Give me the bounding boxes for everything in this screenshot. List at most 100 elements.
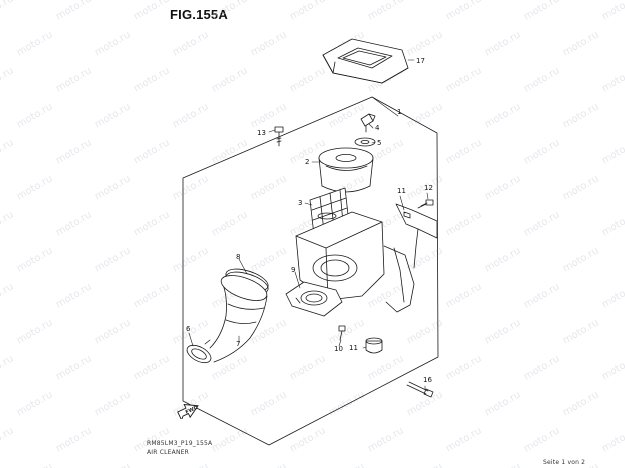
- watermark-text: moto.ru: [561, 245, 601, 274]
- watermark-text: moto.ru: [15, 461, 55, 468]
- fwd-label: FWD: [185, 405, 199, 416]
- watermark-text: moto.ru: [0, 0, 16, 23]
- watermark-text: moto.ru: [600, 281, 625, 310]
- watermark-text: moto.ru: [366, 425, 406, 454]
- page-indicator: Seite 1 von 2: [543, 459, 586, 466]
- watermark-text: moto.ru: [15, 245, 55, 274]
- watermark-text: moto.ru: [132, 209, 172, 238]
- watermark-text: moto.ru: [288, 425, 328, 454]
- watermark-text: moto.ru: [561, 101, 601, 130]
- watermark-text: moto.ru: [444, 353, 484, 382]
- watermark-text: moto.ru: [15, 389, 55, 418]
- callout-6: 6: [186, 325, 191, 333]
- watermark-text: moto.ru: [249, 29, 289, 58]
- watermark-text: moto.ru: [0, 209, 16, 238]
- watermark-text: moto.ru: [93, 317, 133, 346]
- watermark-text: moto.ru: [171, 101, 211, 130]
- watermark-text: moto.ru: [522, 281, 562, 310]
- watermark-text: moto.ru: [0, 353, 16, 382]
- part-2-filter-element: [318, 147, 374, 193]
- watermark-text: moto.ru: [171, 317, 211, 346]
- watermark-text: moto.ru: [54, 137, 94, 166]
- watermark-text: moto.ru: [600, 353, 625, 382]
- watermark-text: moto.ru: [171, 173, 211, 202]
- watermark-text: moto.ru: [483, 461, 523, 468]
- watermark-text: moto.ru: [522, 137, 562, 166]
- watermark-text: moto.ru: [54, 0, 94, 23]
- watermark-text: moto.ru: [600, 209, 625, 238]
- watermark-text: moto.ru: [15, 29, 55, 58]
- watermark-text: moto.ru: [288, 65, 328, 94]
- watermark-text: moto.ru: [210, 353, 250, 382]
- callout-13: 12: [424, 184, 433, 192]
- part-13-bolt: [417, 199, 434, 209]
- part-7-intake-boot: [209, 275, 268, 363]
- callout-labels: 17 1 13 4 5 2 3 11 12 8 9 6 7 10 11 16: [186, 57, 433, 384]
- part-6-hose-clamp: [186, 339, 212, 364]
- watermark-text: moto.ru: [132, 137, 172, 166]
- watermark-text: moto.ru: [54, 425, 94, 454]
- watermark-text: moto.ru: [93, 461, 133, 468]
- watermark-text: moto.ru: [15, 101, 55, 130]
- watermark-text: moto.ru: [210, 0, 250, 23]
- callout-7: 7: [236, 340, 240, 348]
- watermark-text: moto.ru: [288, 0, 328, 23]
- watermark-text: moto.ru: [561, 317, 601, 346]
- watermark-text: moto.ru: [522, 0, 562, 23]
- watermark-text: moto.ru: [132, 353, 172, 382]
- watermark-text: moto.ru: [444, 0, 484, 23]
- callout-9: 9: [291, 266, 295, 274]
- watermark-text: moto.ru: [327, 317, 367, 346]
- part-5-washer: [354, 137, 376, 147]
- watermark-text: moto.ru: [210, 425, 250, 454]
- watermark-text: moto.ru: [522, 65, 562, 94]
- watermark-text: moto.ru: [0, 65, 16, 94]
- part-17-cover: [322, 38, 409, 84]
- watermark-text: moto.ru: [600, 137, 625, 166]
- part-15-bolt: [274, 126, 284, 147]
- callout-16: 16: [423, 376, 432, 384]
- watermark-text: moto.ru: [171, 29, 211, 58]
- callout-3: 3: [298, 199, 302, 207]
- watermark-text: moto.ru: [444, 137, 484, 166]
- watermark-text: moto.ru: [93, 245, 133, 274]
- watermark-text: moto.ru: [249, 317, 289, 346]
- watermark-text: moto.ru: [522, 209, 562, 238]
- watermark-text: moto.ru: [249, 101, 289, 130]
- watermark-text: moto.ru: [210, 65, 250, 94]
- drawing-code: RM85LM3_P19_155A: [147, 440, 213, 447]
- watermark-text: moto.ru: [561, 389, 601, 418]
- callout-4: 4: [375, 124, 380, 132]
- part-11-cap: [365, 337, 383, 354]
- section-name: AIR CLEANER: [147, 449, 190, 456]
- watermark-text: moto.ru: [132, 65, 172, 94]
- watermark-text: moto.ru: [132, 0, 172, 23]
- watermark-text: moto.ru: [483, 101, 523, 130]
- watermark-text: moto.ru: [171, 245, 211, 274]
- watermark-text: moto.ru: [15, 317, 55, 346]
- watermark-text: moto.ru: [0, 137, 16, 166]
- watermark-text: moto.ru: [327, 101, 367, 130]
- watermark-text: moto.ru: [483, 389, 523, 418]
- watermark-text: moto.ru: [93, 101, 133, 130]
- watermark-text: moto.ru: [93, 173, 133, 202]
- watermark-text: moto.ru: [483, 245, 523, 274]
- watermark-text: moto.ru: [483, 29, 523, 58]
- callout-12: 11: [397, 187, 406, 195]
- watermark-text: moto.ru: [561, 29, 601, 58]
- watermark-text: moto.ru: [249, 389, 289, 418]
- callout-17: 17: [416, 57, 425, 65]
- watermark-text: moto.ru: [15, 173, 55, 202]
- watermark-text: moto.ru: [93, 389, 133, 418]
- watermark-text: moto.ru: [366, 137, 406, 166]
- watermark-text: moto.ru: [405, 461, 445, 468]
- watermark-text: moto.ru: [366, 353, 406, 382]
- callout-11: 11: [349, 344, 358, 352]
- watermark-text: moto.ru: [132, 281, 172, 310]
- watermark-text: moto.ru: [93, 29, 133, 58]
- callout-2: 2: [305, 158, 309, 166]
- watermark-text: moto.ru: [54, 209, 94, 238]
- leader-lines: [188, 59, 429, 390]
- watermark-text: moto.ru: [366, 0, 406, 23]
